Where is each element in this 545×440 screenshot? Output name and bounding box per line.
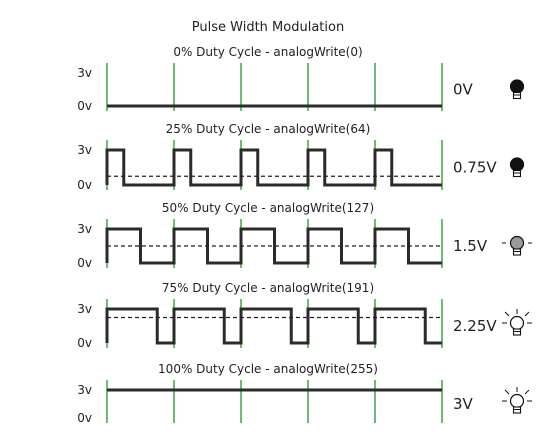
axis-label-high: 3v [77,383,92,397]
axis-label-high: 3v [77,302,92,316]
panel-label: 50% Duty Cycle - analogWrite(127) [162,201,374,215]
pwm-panel: 100% Duty Cycle - analogWrite(255) 3v 0v 3V [77,362,532,425]
bulb-ray [504,311,510,317]
axis-label-high: 3v [77,66,92,80]
bulb-ray [504,389,510,395]
bulb-glass [509,157,525,172]
pwm-panel: 0% Duty Cycle - analogWrite(0) 3v 0v 0V [77,45,525,113]
panel-label: 100% Duty Cycle - analogWrite(255) [158,362,378,376]
bulb-ray [524,311,530,317]
panel-label: 0% Duty Cycle - analogWrite(0) [173,45,362,59]
pwm-panel: 75% Duty Cycle - analogWrite(191) 3v 0v 2.2… [77,281,532,350]
lightbulb-icon [509,157,525,178]
lightbulb-icon [502,387,532,414]
voltage-value: 3V [453,395,474,413]
bulb-glass [509,79,525,94]
pwm-panel: 50% Duty Cycle - analogWrite(127) 3v 0v 1.5… [77,201,532,270]
lightbulb-icon [509,79,525,100]
voltage-value: 0V [453,81,474,99]
bulb-glass [509,235,525,251]
panel-label: 75% Duty Cycle - analogWrite(191) [162,281,374,295]
axis-label-high: 3v [77,143,92,157]
axis-label-low: 0v [77,256,92,270]
axis-label-low: 0v [77,411,92,425]
pwm-panel: 25% Duty Cycle - analogWrite(64) 3v 0v 0.75… [77,122,525,192]
axis-label-low: 0v [77,99,92,113]
voltage-value: 2.25V [453,317,497,335]
pwm-signal [105,148,442,187]
bulb-ray [524,389,530,395]
voltage-value: 0.75V [453,159,497,177]
voltage-value: 1.5V [453,237,488,255]
axis-label-high: 3v [77,222,92,236]
lightbulb-icon [502,309,532,336]
axis-label-low: 0v [77,178,92,192]
lightbulb-icon [502,235,532,256]
panel-label: 25% Duty Cycle - analogWrite(64) [166,122,371,136]
diagram-title: Pulse Width Modulation [192,20,344,35]
pwm-signal [105,227,442,265]
bulb-glass [509,393,525,409]
pwm-signal [105,307,442,345]
bulb-glass [509,315,525,331]
pwm-panels: 0% Duty Cycle - analogWrite(0) 3v 0v 0V 25% … [77,45,532,425]
axis-label-low: 0v [77,336,92,350]
